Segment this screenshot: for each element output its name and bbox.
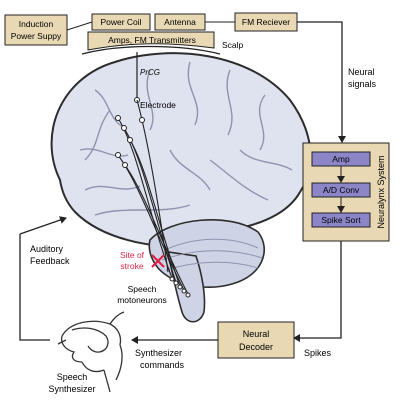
spikes-arrow [293,241,342,342]
stroke-label-2: stroke [120,261,143,271]
spike-sort-label: Spike Sort [321,215,361,225]
brain-cerebrum [50,52,312,249]
antenna-box: Antenna [154,13,206,31]
neuron-cell-bodies [115,115,191,298]
synth-commands-label-1: Synthesizer [135,348,182,358]
amp-label: Amp [332,154,350,164]
neural-decoder-label-2: Decoder [239,342,273,352]
brain-folds [79,61,293,216]
scalp-arc [81,45,221,55]
auditory-feedback-label-1: Auditory [30,244,64,254]
scalp-label: Scalp [222,40,244,50]
neuralynx-label: Neuralynx System [376,155,386,228]
ad-conv-module: A/D Conv [311,182,371,198]
neural-signals-label-2: signals [348,79,377,89]
stroke-label-1: Site of [120,250,145,260]
antenna-label: Antenna [164,17,196,27]
spike-sort-module: Spike Sort [311,212,371,228]
neural-decoder-box: Neural Decoder [217,321,295,359]
amp-module: Amp [311,151,371,167]
spikes-label: Spikes [304,348,332,358]
power-supply-connector [66,21,93,31]
cerebellum-folds [161,238,263,271]
amps-fm-label: Amps, FM Transmitters [108,35,196,45]
neuralynx-system-box: Neuralynx System Amp A/D Conv Spike Sort [302,142,390,242]
prcg-label: PrCG [140,68,160,77]
induction-label-1: Induction [19,19,54,29]
speech-synth-label-1: Speech [57,372,88,382]
speech-motoneurons-label-2: motoneurons [117,295,167,305]
stroke-marker [151,254,165,268]
synth-commands-label-2: commands [140,360,185,370]
ad-conv-label: A/D Conv [323,185,360,195]
neural-signals-arrow [297,21,346,143]
induction-power-supply-box: Induction Power Suppy [4,14,68,46]
speech-synthesizer-figure [57,311,125,393]
speech-motoneurons-label-1: Speech [128,284,157,294]
auditory-feedback-line [19,234,50,341]
auditory-feedback-arrow [19,216,67,235]
fm-receiver-label: FM Reciever [242,17,290,27]
electrode-label: Electrode [140,100,176,110]
neural-signals-label-1: Neural [348,67,375,77]
power-coil-box: Power Coil [91,13,151,31]
power-coil-label: Power Coil [100,17,141,27]
induction-label-2: Power Suppy [11,31,62,41]
amps-fm-transmitters-box: Amps, FM Transmitters [87,31,215,51]
neural-decoder-label-1: Neural [243,329,270,339]
auditory-feedback-label-2: Feedback [30,256,70,266]
fm-receiver-box: FM Reciever [234,12,298,32]
speech-synth-label-2: Synthesizer [48,384,95,394]
